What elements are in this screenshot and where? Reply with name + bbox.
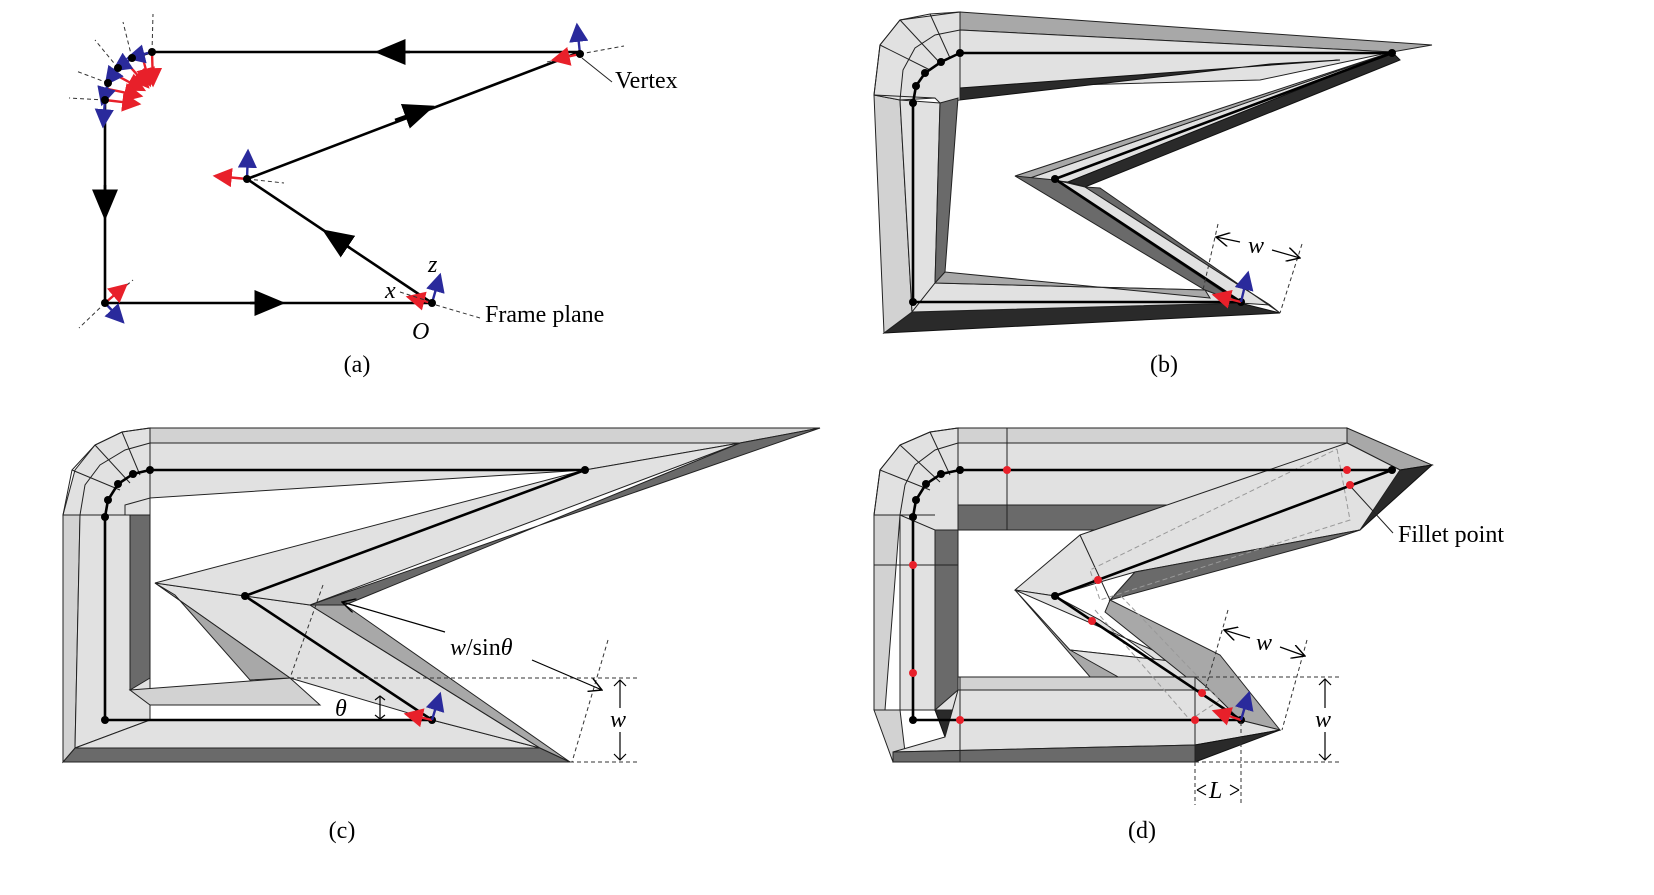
panel-c: w/sinθ θ w (c) [61, 427, 821, 844]
z-axis-label: z [427, 252, 438, 278]
dim-ext-line [571, 639, 609, 763]
sweep-face [154, 582, 292, 681]
dim-arrow [1224, 630, 1251, 638]
fillet-guide [1094, 594, 1221, 721]
direction-arrow [394, 104, 435, 129]
path-polyline-b [911, 51, 1393, 304]
direction-arrow [322, 229, 356, 258]
dim-ext-line [289, 584, 324, 679]
fillet-guide [1089, 448, 1351, 601]
arc-mesh-b [873, 11, 961, 101]
sweep-face [933, 271, 1211, 299]
sweep-face [61, 747, 571, 763]
sweep-face [873, 514, 901, 711]
dim-ext-line [1202, 223, 1219, 291]
w-dim-arrows [613, 679, 627, 761]
x-axis-dashed [399, 291, 429, 302]
fillet-points [909, 466, 1354, 724]
x-vector [1211, 289, 1242, 309]
dim-ext-line [1281, 639, 1308, 731]
label-bg [1314, 708, 1336, 732]
sweep-face [149, 427, 821, 444]
x-axis-label: x [384, 278, 396, 304]
vertex-label: Vertex [615, 68, 678, 94]
vertex-nodes-a [101, 48, 584, 307]
caption-b: (b) [1150, 352, 1178, 378]
dim-arrow [531, 659, 602, 690]
sweep-face [957, 427, 1348, 444]
frame-plane-leader [435, 304, 481, 319]
z-vector [1234, 270, 1254, 303]
w-dim-arrows [1318, 678, 1332, 761]
width-label-c: w [610, 707, 626, 733]
z-vectors [94, 22, 589, 324]
vertex-nodes-d [909, 466, 1396, 724]
caption-d: (d) [1128, 818, 1156, 844]
x-vector [1211, 707, 1242, 726]
angle-dim-arrows [374, 695, 386, 720]
arc-mesh-d [873, 427, 1008, 711]
width-label: w [1248, 233, 1264, 259]
dim-arrow [342, 602, 446, 633]
dim-arrow [1216, 237, 1241, 242]
label-bg [609, 708, 631, 732]
z-vector [1235, 690, 1254, 721]
sweep-face [892, 744, 1196, 763]
path-polyline-d [911, 468, 1393, 722]
panel-a: Vertex Frame plane O x z (a) [68, 13, 678, 378]
sweep-face [128, 677, 322, 706]
dim-ext-line [1279, 243, 1303, 314]
caption-a: (a) [344, 352, 371, 378]
width-diag-label: w [1256, 630, 1272, 656]
sweep-face [129, 514, 151, 691]
frame-plane-label: Frame plane [485, 302, 604, 328]
miter-width-label: w/sinθ [450, 635, 513, 661]
width-label-d: w [1315, 707, 1331, 733]
x-vector [403, 708, 433, 728]
sweep-face [1108, 529, 1361, 601]
vertex-nodes-c [101, 466, 589, 724]
panel-b: w (b) [873, 11, 1433, 378]
fillet-leader [1351, 487, 1394, 534]
sweep-face [934, 529, 959, 712]
fillet-point-label: Fillet point [1398, 522, 1504, 548]
path-polyline-c [103, 468, 586, 722]
length-label: L [1208, 778, 1222, 804]
origin-label: O [412, 319, 429, 345]
z-vector [425, 691, 445, 721]
panel-d: Fillet point w w L (d) [873, 427, 1504, 844]
vertex-leader [581, 57, 613, 83]
dim-arrow [1271, 250, 1300, 258]
caption-c: (c) [329, 818, 356, 844]
vertex-nodes-b [909, 49, 1396, 306]
sweep-face [957, 676, 1212, 691]
angle-label: θ [335, 696, 347, 722]
x-vectors [104, 46, 581, 311]
path-polyline-a [103, 50, 581, 305]
dim-arrow [1279, 647, 1305, 656]
l-dim-arrows [1196, 784, 1240, 796]
